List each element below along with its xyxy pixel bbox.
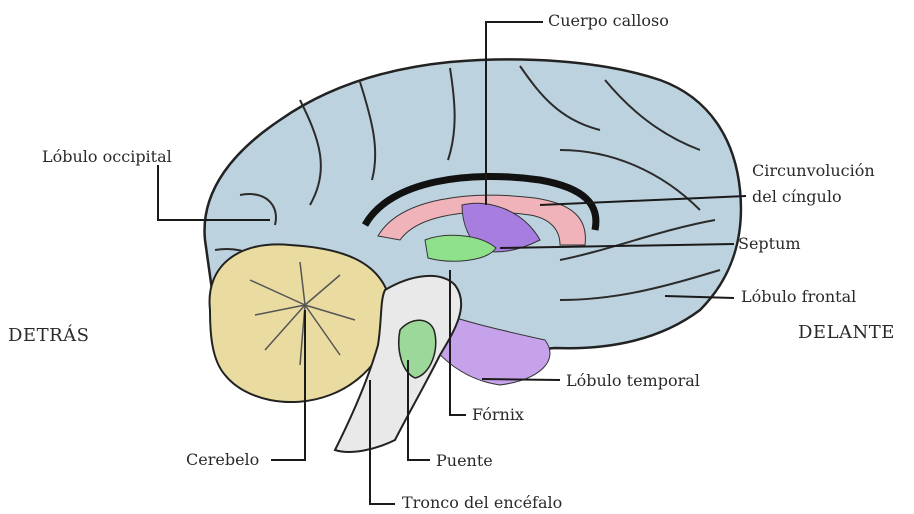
label-occipital-lobe: Lóbulo occipital: [42, 146, 172, 168]
direction-front: DELANTE: [798, 322, 895, 344]
label-cingulate-line-2: del cíngulo: [752, 186, 842, 208]
label-cerebellum: Cerebelo: [186, 449, 259, 471]
direction-back: DETRÁS: [8, 325, 89, 347]
label-frontal-lobe: Lóbulo frontal: [741, 286, 856, 308]
label-septum: Septum: [738, 233, 801, 255]
label-cingulate-line-1: Circunvolución: [752, 160, 875, 182]
label-temporal-lobe: Lóbulo temporal: [566, 370, 700, 392]
label-fornix: Fórnix: [472, 404, 524, 426]
label-pons: Puente: [436, 450, 493, 472]
leader-temporal: [482, 379, 560, 380]
label-corpus-callosum: Cuerpo calloso: [548, 10, 669, 32]
label-brainstem: Tronco del encéfalo: [402, 492, 562, 514]
